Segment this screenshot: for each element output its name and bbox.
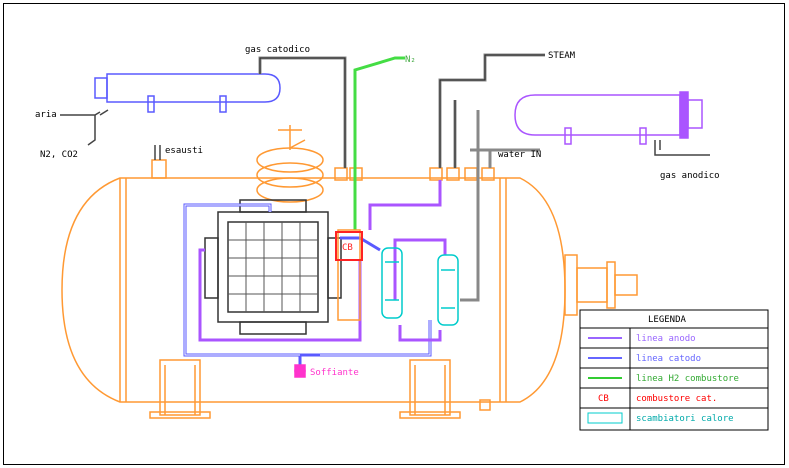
legend-label-combustor: combustore cat. xyxy=(636,394,717,404)
legend-box: CB xyxy=(579,309,769,431)
label-aria: aria xyxy=(35,110,57,120)
label-gas-anodico: gas anodico xyxy=(660,171,720,181)
catalytic-combustor: CB xyxy=(335,229,363,321)
legend-swatch-combustor: CB xyxy=(598,394,609,404)
legend-label-anode: linea anodo xyxy=(636,334,696,344)
cathode-heat-exchanger xyxy=(94,73,281,113)
label-n2-co2: N2, CO2 xyxy=(40,150,78,160)
anode-heat-exchanger xyxy=(514,91,703,145)
legend-label-h2: linea H2 combustore xyxy=(636,374,739,384)
drawing-frame xyxy=(3,3,785,465)
air-inlet-line xyxy=(60,109,161,160)
fuel-cell-stack xyxy=(204,199,342,335)
labels: gas catodico N₂ STEAM aria N2, CO2 esaus… xyxy=(35,45,739,424)
label-esausti: esausti xyxy=(165,146,203,156)
cathode-loop-outline xyxy=(184,204,431,356)
legend-label-exchanger: scambiatori calore xyxy=(636,414,734,424)
legend-label-cathode: linea catodo xyxy=(636,354,701,364)
label-n2: N₂ xyxy=(405,55,416,65)
pressure-vessel xyxy=(61,125,638,419)
legend-swatch-exchanger xyxy=(587,412,623,424)
label-soffiante: Soffiante xyxy=(310,368,359,378)
blower xyxy=(294,364,306,378)
anode-gas-outlet xyxy=(654,140,710,156)
svg-text:CB: CB xyxy=(342,243,353,253)
label-gas-catodico: gas catodico xyxy=(245,45,310,55)
label-steam: STEAM xyxy=(548,51,576,61)
label-water-in: water IN xyxy=(498,150,541,160)
cathode-gas-line xyxy=(259,54,545,168)
heat-exchanger-1 xyxy=(381,247,403,319)
legend-title: LEGENDA xyxy=(648,315,687,325)
heat-exchanger-2 xyxy=(437,254,459,326)
h2-combustor-line xyxy=(353,56,405,230)
